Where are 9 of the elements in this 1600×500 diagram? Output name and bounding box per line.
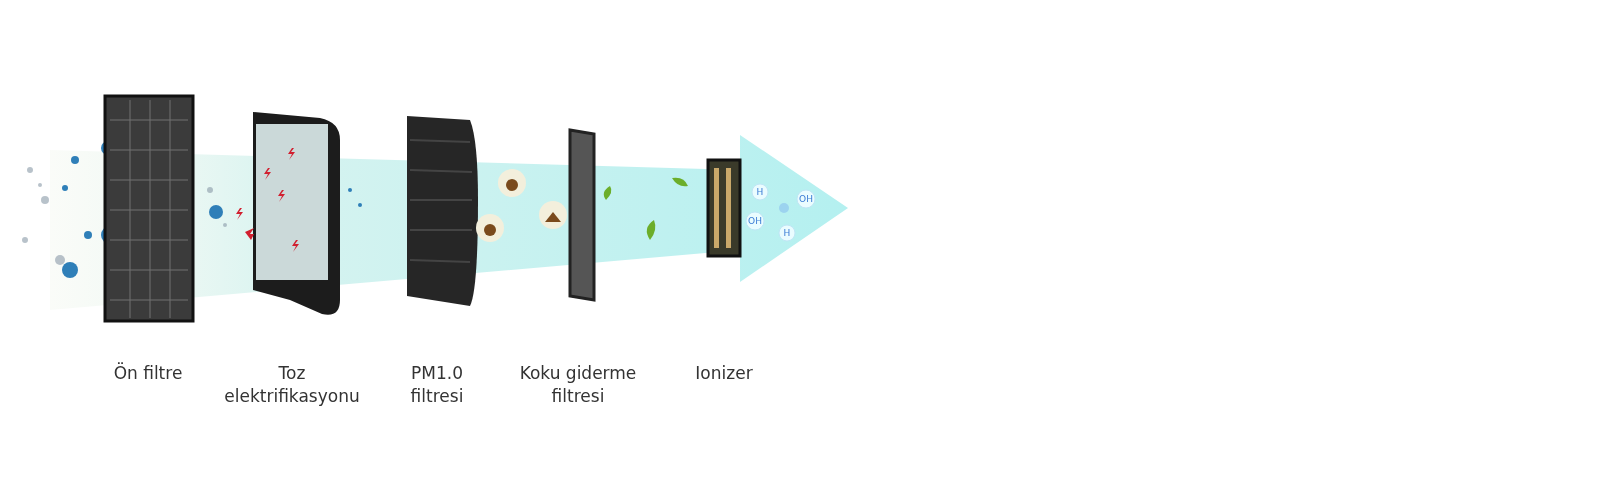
ion-label: H: [783, 228, 791, 238]
part-label: Ionizer: [694, 362, 754, 385]
part-label: PM1.0 filtresi: [409, 362, 465, 408]
part-label: Toz elektrifikasyonu: [223, 362, 361, 408]
ion-label: OH: [799, 194, 813, 204]
part-label: Ön filtre: [112, 362, 184, 385]
ion-label: H: [756, 187, 764, 197]
ion-label: OH: [748, 216, 762, 226]
part-label: Koku giderme filtresi: [518, 362, 638, 408]
